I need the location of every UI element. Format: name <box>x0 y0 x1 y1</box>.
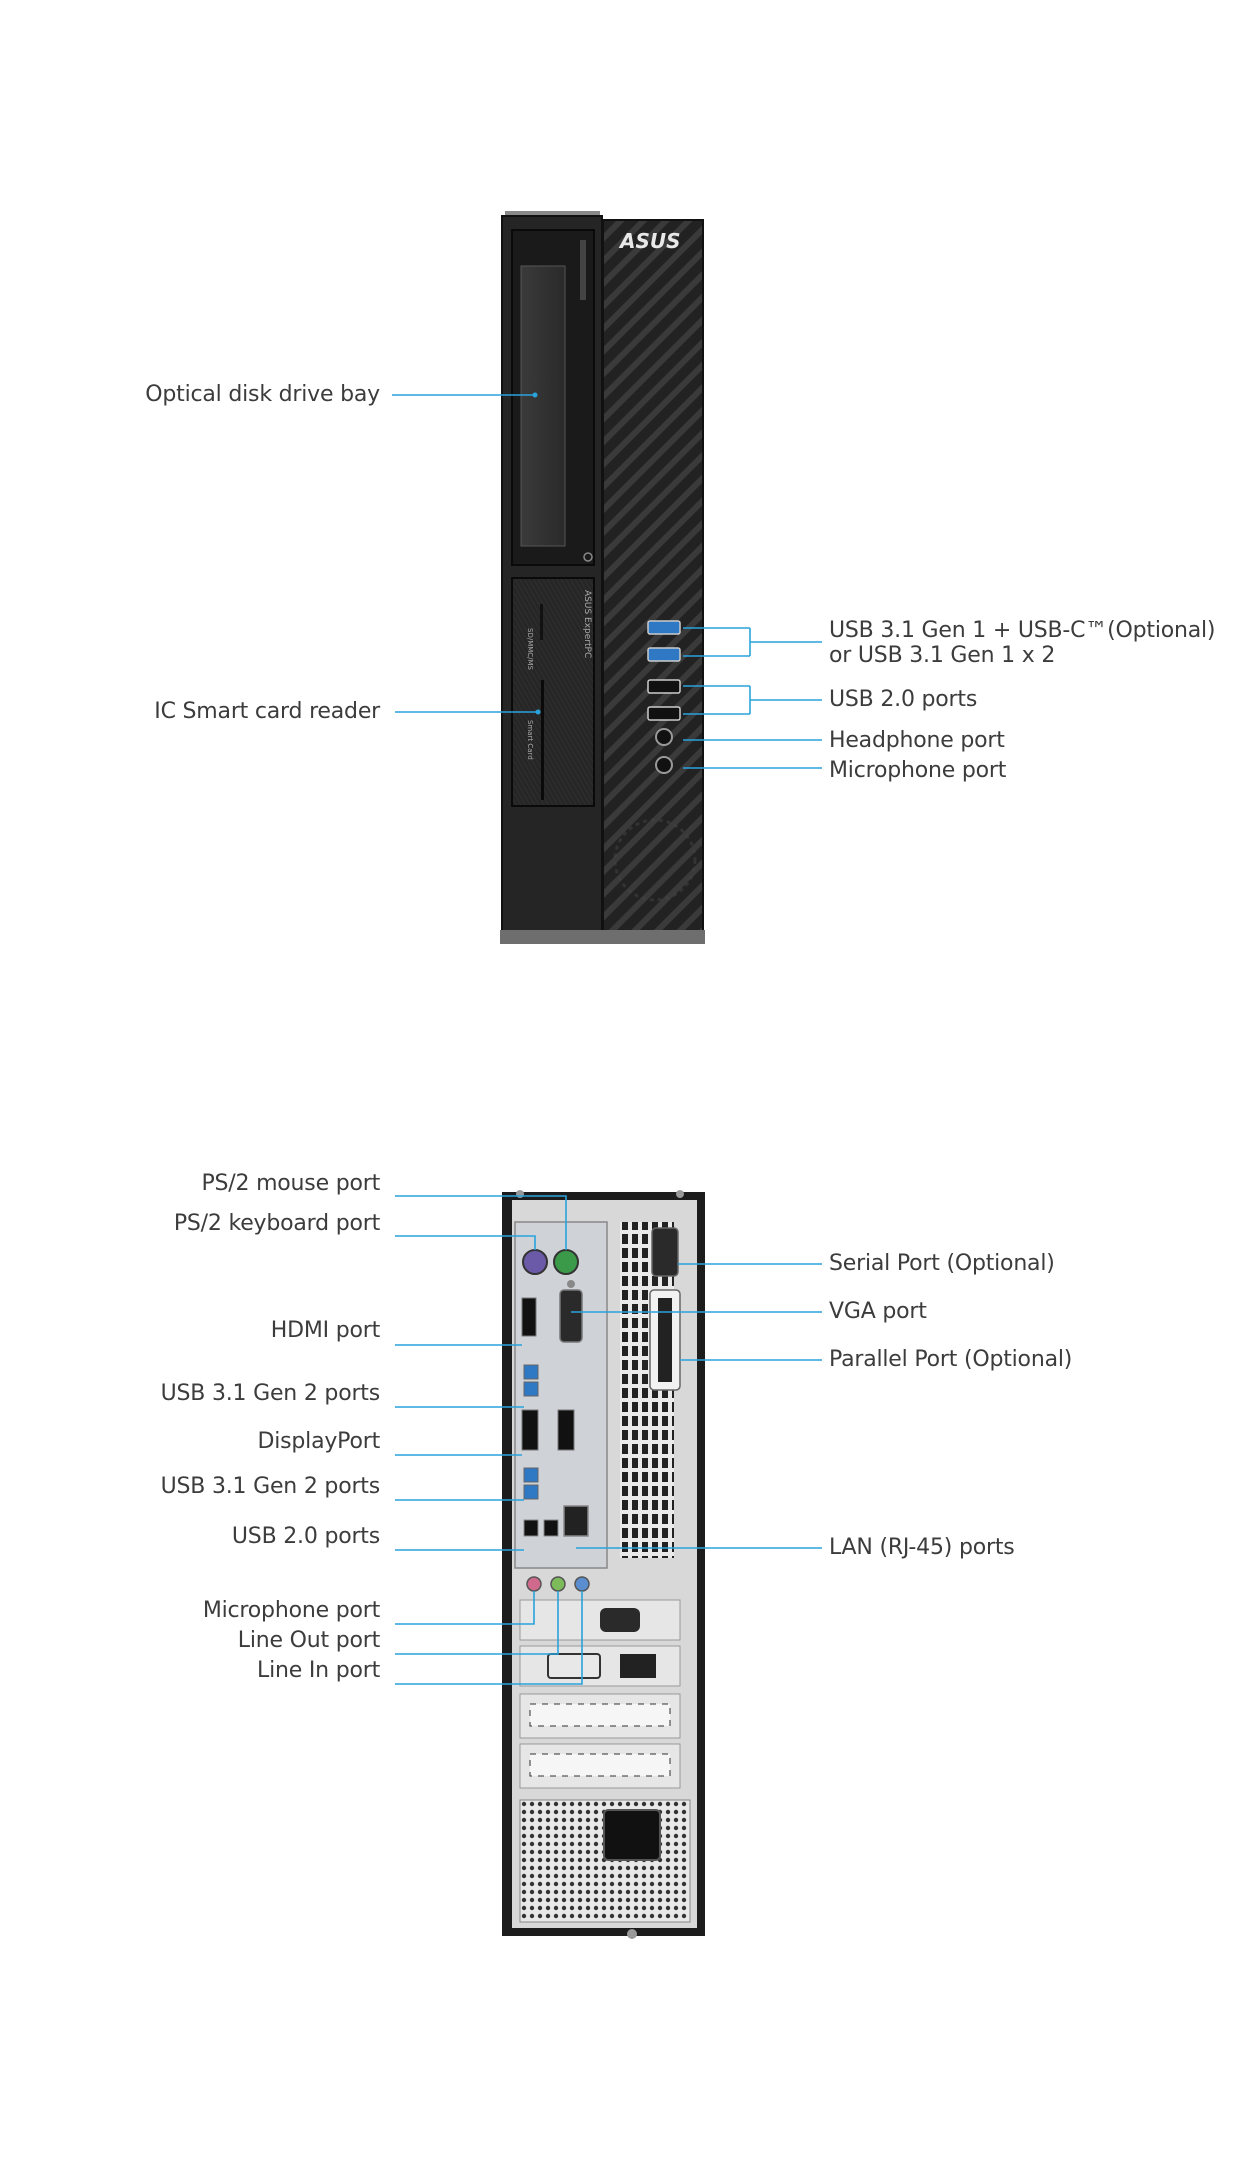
rear-view-illustration <box>395 1190 822 1939</box>
displayport-2 <box>557 1409 575 1451</box>
label-smartcard: IC Smart card reader <box>154 699 380 724</box>
label-optical: Optical disk drive bay <box>145 382 380 407</box>
power-socket <box>603 1809 661 1861</box>
serial-jack <box>651 1227 679 1277</box>
label-usb31g2-1: USB 3.1 Gen 2 ports <box>160 1381 381 1406</box>
label-ps2-mouse: PS/2 mouse port <box>201 1171 380 1196</box>
side-text: ASUS ExpertPC <box>582 590 592 658</box>
usb3-port-2 <box>647 647 681 662</box>
label-hdmi: HDMI port <box>270 1318 380 1343</box>
label-serial: Serial Port (Optional) <box>829 1251 1055 1276</box>
label-vga: VGA port <box>829 1299 927 1324</box>
hdmi-jack <box>521 1297 537 1337</box>
front-leader-lines <box>392 394 822 769</box>
displayport-1 <box>521 1409 539 1451</box>
label-ps2-keyboard: PS/2 keyboard port <box>173 1211 380 1236</box>
front-grille-panel <box>602 219 704 938</box>
label-lan: LAN (RJ-45) ports <box>829 1535 1015 1560</box>
lan-jack <box>563 1505 589 1537</box>
label-usb20-front: USB 2.0 ports <box>829 687 978 712</box>
label-mic-rear: Microphone port <box>202 1598 380 1623</box>
usb3-port-1 <box>647 620 681 635</box>
headphone-jack <box>655 728 673 746</box>
reader-text-2: Smart Card <box>526 720 534 760</box>
usb2-port-2 <box>647 706 681 721</box>
ps2-mouse-jack <box>553 1249 579 1275</box>
asus-logo: ASUS <box>618 229 681 253</box>
label-usb20-rear: USB 2.0 ports <box>231 1524 380 1549</box>
reader-text-1: SD/MMC/MS <box>526 628 534 671</box>
label-parallel: Parallel Port (Optional) <box>829 1347 1073 1372</box>
label-line-in: Line In port <box>257 1658 380 1683</box>
audio-lineout-jack <box>550 1576 566 1592</box>
smart-card-reader <box>511 577 595 807</box>
label-usb31: USB 3.1 Gen 1 + USB-C™(Optional) or USB … <box>829 618 1216 668</box>
audio-mic-jack <box>526 1576 542 1592</box>
ps2-keyboard-jack <box>522 1249 548 1275</box>
microphone-jack <box>655 756 673 774</box>
label-usb31-line2: or USB 3.1 Gen 1 x 2 <box>829 643 1056 668</box>
audio-linein-jack <box>574 1576 590 1592</box>
vga-jack <box>559 1289 583 1343</box>
label-usb31-line1: USB 3.1 Gen 1 + USB-C™(Optional) <box>829 618 1216 643</box>
label-microphone-front: Microphone port <box>829 758 1007 783</box>
label-line-out: Line Out port <box>237 1628 380 1653</box>
label-headphone: Headphone port <box>829 728 1005 753</box>
front-view-illustration: SD/MMC/MS Smart Card ASUS ASUS ExpertPC <box>392 211 822 944</box>
label-displayport: DisplayPort <box>257 1429 380 1454</box>
usb2-port-1 <box>647 679 681 694</box>
label-usb31g2-2: USB 3.1 Gen 2 ports <box>160 1474 381 1499</box>
rear-leader-lines <box>395 1195 822 1685</box>
